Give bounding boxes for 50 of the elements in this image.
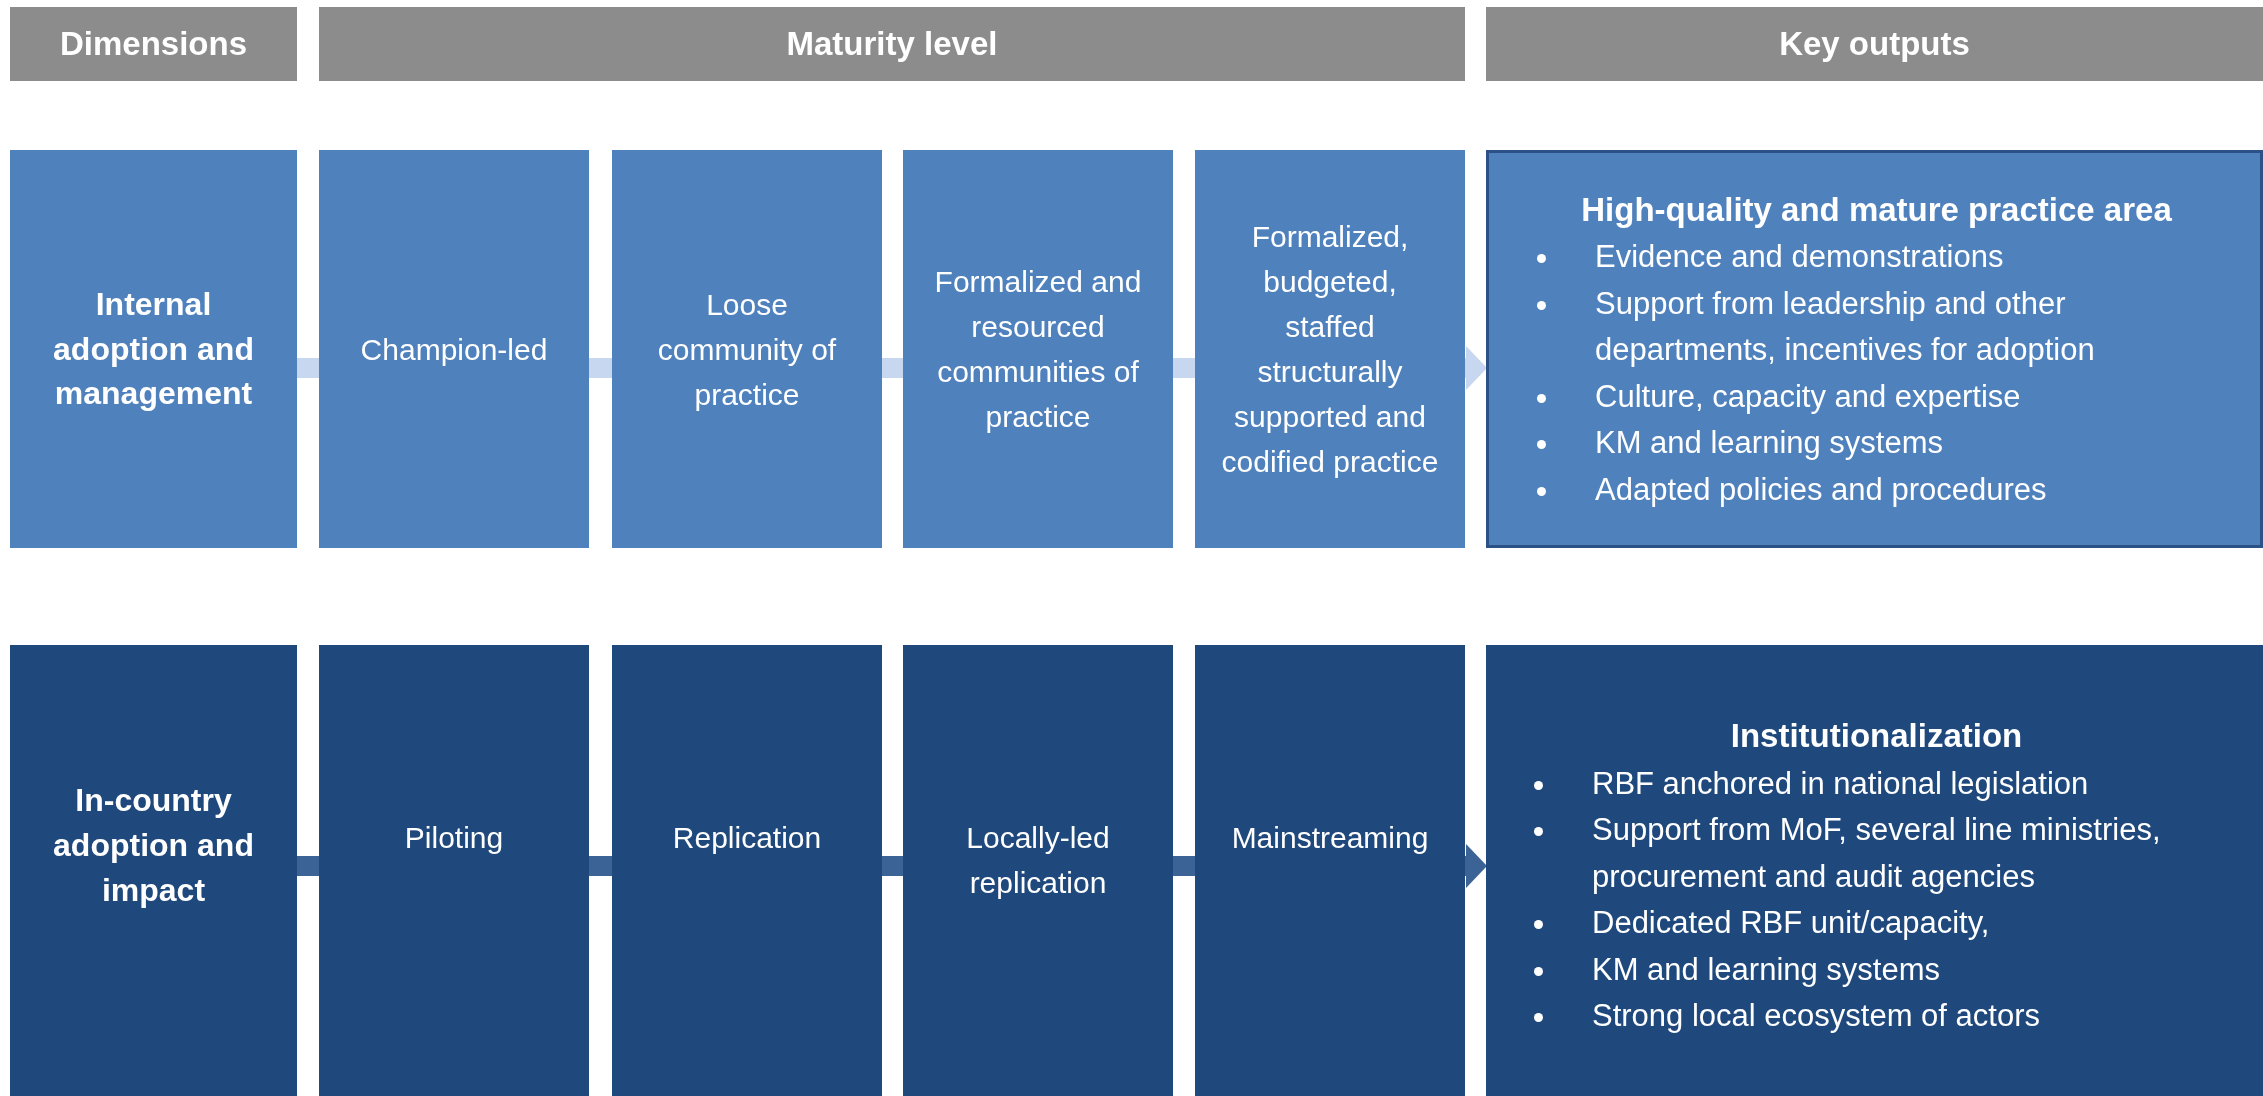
connector-band <box>297 358 319 378</box>
header-label: Maturity level <box>786 25 998 63</box>
bullet-item: RBF anchored in national legislation <box>1592 765 2089 801</box>
output-heading: Institutionalization <box>1729 716 2024 757</box>
output-box <box>1486 150 2263 548</box>
bullet-item: Adapted policies and procedures <box>1595 471 2047 507</box>
box-label: Locally-led replication <box>965 820 1111 901</box>
header-bar <box>319 7 1465 81</box>
bullet-item: KM and learning systems <box>1595 425 1944 461</box>
dimension-box <box>10 150 297 548</box>
stage-box <box>612 150 882 548</box>
box-label: Piloting <box>404 820 504 856</box>
box-label: Mainstreaming <box>1231 820 1429 856</box>
connector-band <box>589 358 612 378</box>
dimension-box <box>10 645 297 1096</box>
output-heading: High-quality and mature practice area <box>1580 189 2173 230</box>
connector-band <box>297 856 319 876</box>
box-label: Formalized, budgeted, staffed structurally supported and codified practice <box>1221 219 1439 480</box>
connector-band <box>1173 358 1195 378</box>
box-label: Loose community of practice <box>656 286 838 413</box>
stage-box <box>1195 150 1465 548</box>
stage-box <box>903 645 1173 1096</box>
bullet-item: Evidence and demonstrations <box>1595 239 2004 275</box>
connector-band <box>1173 856 1195 876</box>
bullet-item: Dedicated RBF unit/capacity, <box>1592 905 1990 941</box>
connector-band <box>589 856 612 876</box>
box-label: Replication <box>672 820 822 856</box>
bullet-item: Support from leadership and other departments, incentives for adoption <box>1595 285 2095 368</box>
arrow <box>1465 844 1487 888</box>
stage-box <box>1195 645 1465 1096</box>
header-label: Key outputs <box>1779 25 1970 63</box>
arrow <box>1465 346 1487 390</box>
header-bar <box>1486 7 2263 81</box>
stage-box <box>319 645 589 1096</box>
stage-box <box>903 150 1173 548</box>
box-label: Internal adoption and management <box>52 284 255 414</box>
bullet-item: Strong local ecosystem of actors <box>1592 998 2040 1034</box>
header-label: Dimensions <box>59 25 247 63</box>
connector-band <box>882 358 903 378</box>
box-label: Champion-led <box>360 331 548 368</box>
stage-box <box>319 150 589 548</box>
output-box <box>1486 645 2263 1096</box>
stage-box <box>612 645 882 1096</box>
bullet-item: Support from MoF, several line ministries, procurement and audit agencies <box>1592 812 2161 894</box>
box-label: Formalized and resourced communities of practice <box>933 264 1143 435</box>
connector-band <box>882 856 903 876</box>
bullet-item: KM and learning systems <box>1592 951 1941 987</box>
header-bar <box>10 7 297 81</box>
bullet-item: Culture, capacity and expertise <box>1595 378 2021 414</box>
box-label: In-country adoption and impact <box>52 781 255 910</box>
